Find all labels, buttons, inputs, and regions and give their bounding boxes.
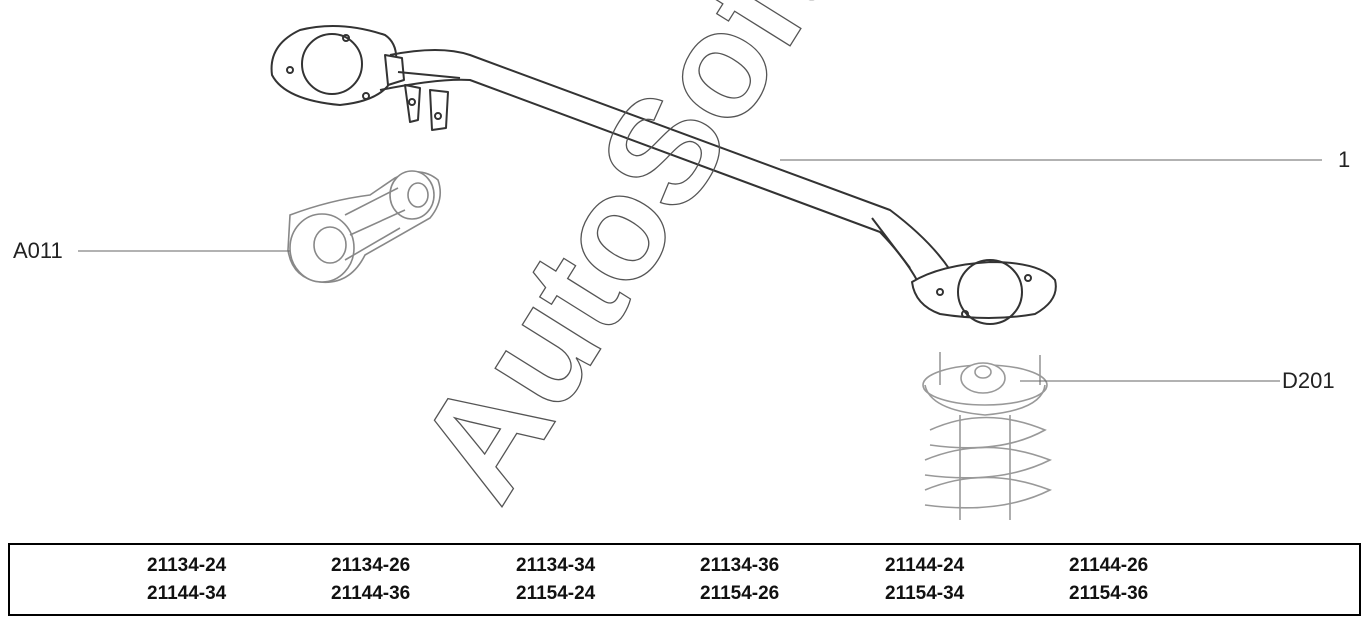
model-codes-panel: 21134-24 21134-26 21134-34 21134-36 2114… bbox=[8, 543, 1361, 616]
model-code: 21134-34 bbox=[516, 555, 596, 576]
model-code: 21144-24 bbox=[885, 555, 965, 576]
callout-label-d201: D201 bbox=[1282, 368, 1335, 393]
model-code: 21144-26 bbox=[1069, 555, 1149, 576]
parts-diagram: AutoSoft bbox=[78, 0, 1322, 528]
strut-brace-drawing bbox=[270, 25, 1057, 325]
engine-mount-drawing bbox=[287, 170, 441, 284]
model-code: 21134-36 bbox=[700, 555, 780, 576]
callout-label-1: 1 bbox=[1338, 147, 1351, 172]
model-code: 21134-24 bbox=[147, 555, 227, 576]
model-code: 21154-36 bbox=[1069, 583, 1149, 604]
model-code: 21144-36 bbox=[331, 583, 411, 604]
model-code: 21144-34 bbox=[147, 583, 227, 604]
model-code: 21154-24 bbox=[516, 583, 596, 604]
model-code: 21154-34 bbox=[885, 583, 965, 604]
callout-label-a011: A011 bbox=[13, 238, 63, 263]
model-code: 21154-26 bbox=[700, 583, 780, 604]
strut-assembly-drawing bbox=[922, 352, 1052, 520]
model-code: 21134-26 bbox=[331, 555, 411, 576]
